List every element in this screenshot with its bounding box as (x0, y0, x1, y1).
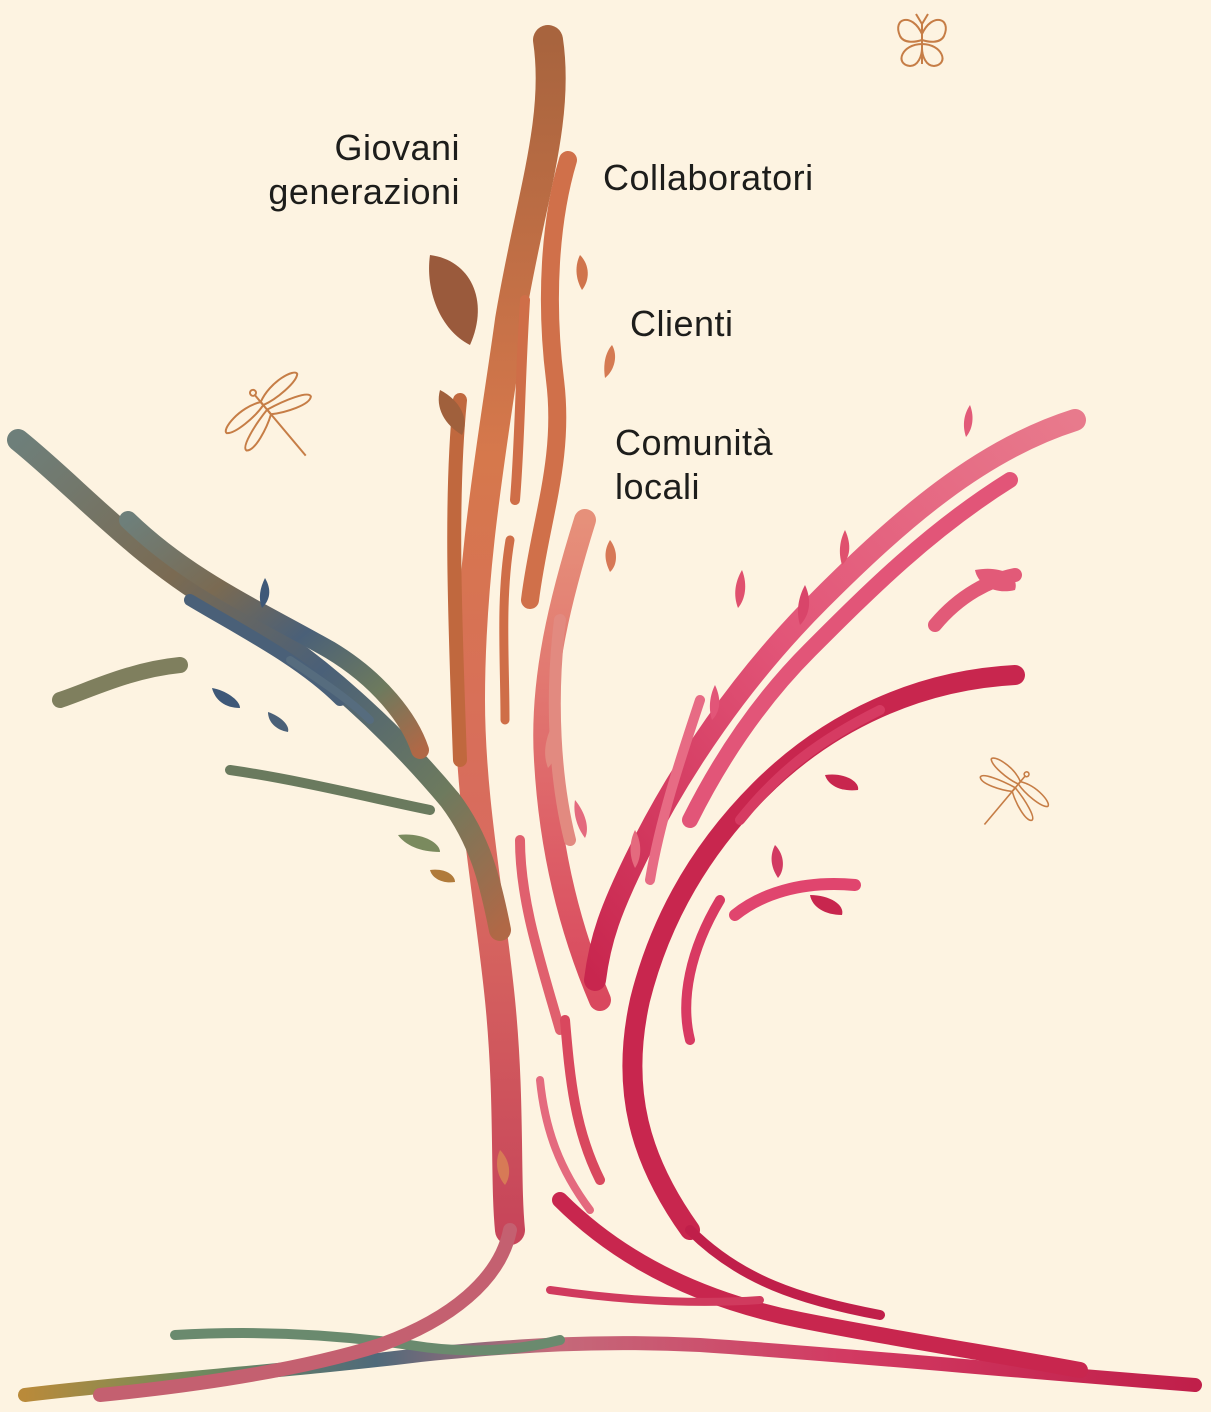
left-branch (18, 440, 500, 930)
label-giovani-line2: generazioni (250, 170, 460, 214)
right-branch (595, 420, 1075, 1230)
label-clienti-text: Clienti (630, 302, 734, 346)
label-collaboratori-text: Collaboratori (603, 156, 814, 200)
dragonfly-icon (956, 749, 1056, 849)
trunk (454, 40, 600, 1230)
label-comunita-line2: locali (615, 465, 773, 509)
label-giovani-generazioni: Giovani generazioni (250, 126, 460, 214)
label-comunita-locali: Comunità locali (615, 421, 773, 509)
label-collaboratori: Collaboratori (603, 156, 814, 200)
label-clienti: Clienti (630, 302, 734, 346)
dragonfly-icon (216, 361, 341, 485)
leaves (212, 255, 1016, 1185)
butterfly-icon (898, 14, 946, 66)
label-giovani-line1: Giovani (250, 126, 460, 170)
label-comunita-line1: Comunità (615, 421, 773, 465)
roots (25, 1200, 1195, 1395)
